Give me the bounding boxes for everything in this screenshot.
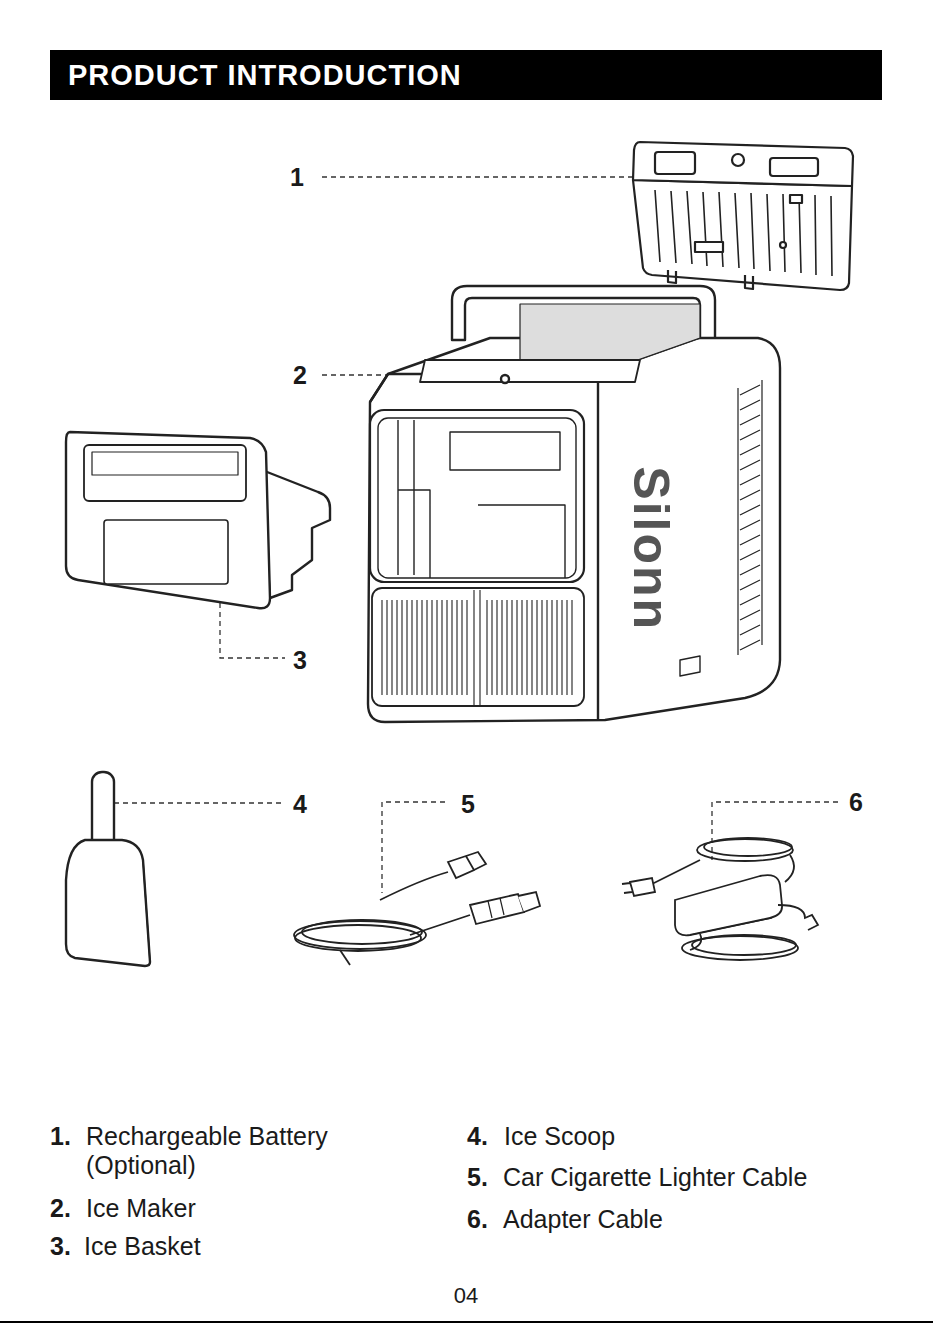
ice-maker-drawing-part — [501, 375, 509, 383]
brand-logo: Silonn — [621, 454, 679, 644]
battery-drawing-part — [780, 242, 786, 248]
battery-drawing-part — [790, 195, 802, 203]
car-cable-drawing-part — [295, 925, 421, 951]
ice-maker-drawing-part — [370, 410, 584, 582]
battery-drawing-part — [633, 142, 853, 186]
ice-maker-drawing-part — [398, 420, 565, 578]
car-cable-drawing-part — [448, 852, 486, 878]
ice-maker-drawing-part-part — [487, 600, 572, 695]
adapter-cable-drawing-part — [682, 936, 798, 960]
part-name: Ice Basket — [84, 1232, 201, 1261]
battery-drawing-part — [655, 152, 695, 174]
adapter-cable-drawing-part — [690, 918, 772, 935]
adapter-cable-drawing-part — [622, 878, 655, 896]
page-number: 04 — [436, 1283, 496, 1308]
car-cable-drawing-part — [380, 872, 448, 900]
ice-maker-drawing — [368, 286, 780, 722]
ice-scoop-drawing — [66, 772, 150, 966]
callout-number: 5 — [453, 790, 483, 819]
ice-maker-drawing-part-part — [740, 385, 760, 650]
part-name: Adapter Cable — [503, 1205, 663, 1234]
part-name: Ice Maker — [86, 1194, 196, 1223]
adapter-cable-drawing-part — [778, 905, 818, 930]
adapter-cable-drawing-part — [697, 839, 793, 861]
ice-maker-drawing-part-part — [474, 590, 480, 706]
ice-scoop-drawing-part — [66, 840, 150, 966]
adapter-cable-drawing-part — [675, 875, 782, 935]
callout-number: 3 — [285, 646, 315, 675]
adapter-cable-drawing — [622, 838, 818, 960]
car-cable-drawing-part — [470, 894, 524, 924]
adapter-cable-drawing-part — [650, 860, 700, 885]
battery-drawing-part — [655, 190, 832, 276]
list-number: 3. — [50, 1232, 71, 1261]
ice-maker-drawing-part — [738, 380, 762, 655]
car-cable-drawing-part — [302, 920, 422, 944]
ice-basket-drawing — [66, 432, 330, 608]
part-name: Car Cigarette Lighter Cable — [503, 1163, 807, 1192]
callout-number: 2 — [285, 361, 315, 390]
title-band — [50, 50, 882, 100]
battery-drawing-part — [633, 180, 852, 290]
ice-maker-drawing-part-part — [382, 600, 467, 695]
title-band-part — [50, 50, 882, 100]
ice-basket-drawing-part — [66, 432, 270, 608]
adapter-cable-drawing-part — [690, 934, 701, 950]
car-cable-drawing-part — [488, 898, 504, 918]
leader-line-part — [382, 802, 445, 893]
list-number: 2. — [50, 1194, 71, 1223]
page-rule — [0, 1322, 933, 1323]
adapter-cable-drawing-part — [704, 838, 792, 856]
page-title: PRODUCT INTRODUCTION — [68, 58, 462, 92]
battery-drawing-part — [695, 242, 723, 252]
car-cable-drawing-part — [518, 892, 540, 912]
page-rule-part — [0, 1321, 933, 1323]
ice-basket-drawing-part — [92, 452, 238, 475]
car-cable-drawing-part — [410, 915, 470, 935]
ice-maker-drawing-part — [680, 656, 700, 676]
battery-drawing-part — [732, 154, 744, 166]
list-number: 5. — [467, 1163, 488, 1192]
ice-scoop-drawing-part — [143, 860, 150, 962]
car-cable-drawing-part — [340, 950, 350, 965]
ice-maker-drawing-part — [368, 338, 780, 722]
leader-line-part — [712, 802, 838, 860]
ice-maker-drawing-part — [382, 590, 572, 706]
battery-drawing — [633, 142, 853, 290]
callout-number: 4 — [285, 790, 315, 819]
list-number: 4. — [467, 1122, 488, 1151]
list-number: 6. — [467, 1205, 488, 1234]
ice-basket-drawing-part — [262, 470, 330, 598]
leader-line-part — [105, 802, 285, 803]
ice-maker-drawing-part — [372, 588, 584, 706]
ice-maker-drawing-part — [378, 418, 576, 578]
ice-basket-drawing-part — [84, 445, 246, 501]
list-number: 1. — [50, 1122, 71, 1151]
ice-maker-drawing-part — [520, 304, 700, 368]
car-cable-drawing — [294, 852, 540, 965]
ice-maker-drawing-part-part — [738, 380, 762, 655]
battery-drawing-part — [770, 158, 818, 176]
callout-number: 6 — [841, 788, 871, 817]
ice-basket-drawing-part — [104, 520, 228, 584]
adapter-cable-drawing-part — [785, 855, 794, 882]
part-name: Rechargeable Battery (Optional) — [86, 1122, 386, 1180]
leader-line — [105, 177, 838, 893]
adapter-cable-drawing-part — [692, 935, 796, 955]
ice-maker-drawing-part — [420, 360, 640, 382]
ice-maker-drawing-part — [370, 374, 598, 720]
callout-number: 1 — [282, 163, 312, 192]
leader-line-part — [322, 176, 640, 177]
part-name: Ice Scoop — [504, 1122, 615, 1151]
